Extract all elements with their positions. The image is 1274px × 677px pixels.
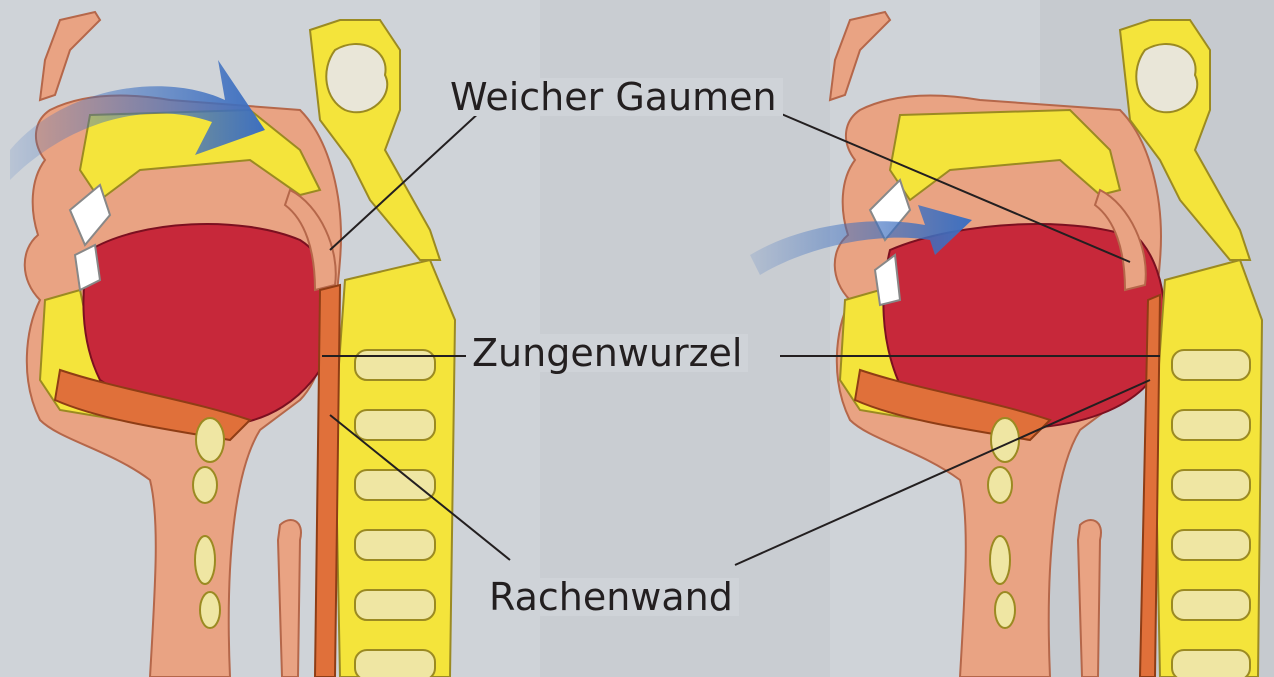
tongue-root-label: Zungenwurzel [466,334,748,372]
left-esophagus-fragment [278,520,301,677]
left-pharynx [315,285,340,677]
pharyngeal-wall-label: Rachenwand [483,578,739,616]
soft-palate-label: Weicher Gaumen [444,78,783,116]
right-esophagus-fragment [1078,520,1101,677]
left-sinus [326,44,387,112]
right-sinus [1136,44,1197,112]
